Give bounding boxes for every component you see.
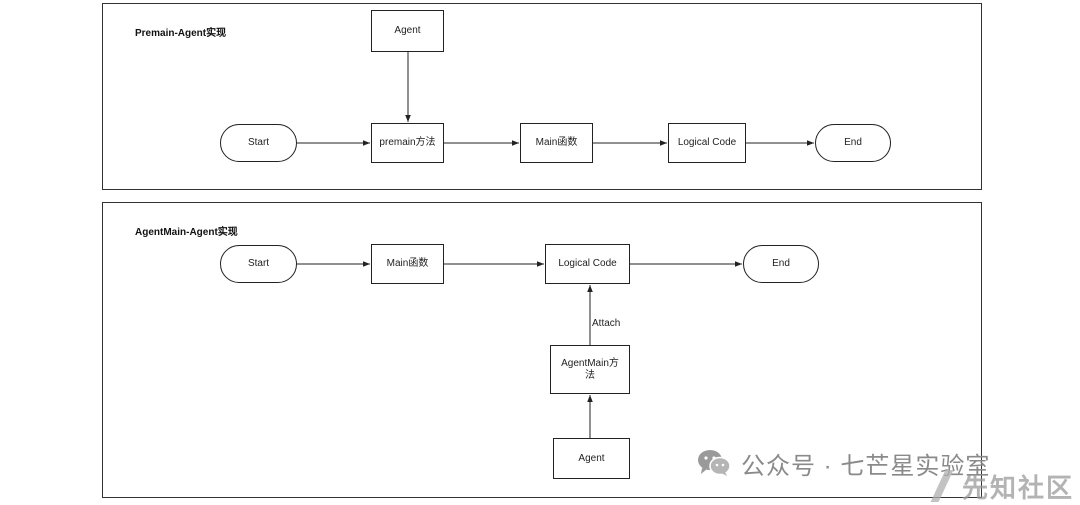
agentmain-end-node: End — [743, 245, 819, 283]
agentmain-main-node: Main函数 — [371, 244, 444, 284]
premain-start-node: Start — [220, 124, 297, 162]
wechat-icon — [697, 449, 731, 477]
premain-end-node: End — [815, 124, 891, 162]
premain-agent-node: Agent — [371, 10, 444, 52]
agentmain-diagram-title: AgentMain-Agent实现 — [135, 227, 238, 238]
attach-edge-label: Attach — [592, 318, 621, 329]
agentmain-method-node: AgentMain方法 — [550, 345, 630, 394]
agentmain-start-node: Start — [220, 245, 297, 283]
agentmain-agent-node: Agent — [553, 438, 630, 479]
premain-main-node: Main函数 — [520, 123, 593, 163]
wechat-watermark: 公众号 · 七芒星实验室 — [697, 446, 990, 480]
premain-logical-code-node: Logical Code — [668, 123, 746, 163]
corner-watermark: 先知社区 — [930, 468, 1080, 504]
watermark-text: 公众号 · 七芒星实验室 — [741, 452, 991, 480]
premain-method-node: premain方法 — [371, 123, 444, 163]
premain-diagram-title: Premain-Agent实现 — [135, 28, 227, 39]
agentmain-logical-code-node: Logical Code — [545, 244, 630, 284]
corner-watermark-text: 先知社区 — [961, 472, 1074, 503]
